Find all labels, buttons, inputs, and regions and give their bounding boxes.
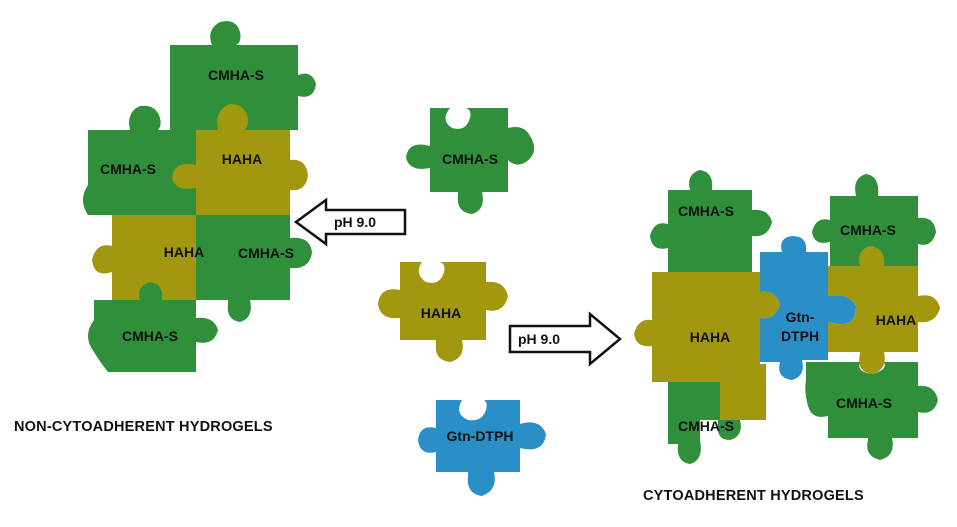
caption-non-cytoadherent: NON-CYTOADHERENT HYDROGELS xyxy=(14,419,273,435)
piece-label: CMHA-S xyxy=(678,418,734,434)
puzzle-piece-haha xyxy=(828,246,940,374)
middle-components: CMHA-S HAHA Gtn-DTPH xyxy=(378,108,546,496)
puzzle-piece-haha xyxy=(720,364,766,420)
piece-label: Gtn- xyxy=(786,309,815,325)
arrow-right-label: pH 9.0 xyxy=(518,331,560,347)
puzzle-piece-haha xyxy=(172,104,308,215)
left-arrow-shape xyxy=(293,197,407,247)
puzzle-piece-cmha-s xyxy=(170,21,316,130)
piece-label: CMHA-S xyxy=(208,67,264,83)
right-cluster: CMHA-S HAHA CMHA-S Gtn- DTPH CMHA-S HAHA… xyxy=(634,170,940,504)
puzzle-piece-cmha-s xyxy=(83,105,196,215)
piece-label: CMHA-S xyxy=(238,245,294,261)
arrow-left-label: pH 9.0 xyxy=(334,214,376,230)
puzzle-piece-haha xyxy=(634,272,780,382)
left-cluster: CMHA-S CMHA-S HAHA HAHA CMHA-S CMHA-S NO… xyxy=(14,21,316,435)
caption-cytoadherent: CYTOADHERENT HYDROGELS xyxy=(643,488,864,504)
puzzle-piece-haha xyxy=(92,215,196,300)
puzzle-piece-cmha-s xyxy=(812,174,936,266)
puzzle-piece-gtn-dtph xyxy=(418,400,546,496)
piece-label: Gtn-DTPH xyxy=(447,428,514,444)
puzzle-piece-cmha-s xyxy=(805,362,938,460)
piece-label: HAHA xyxy=(690,329,730,345)
piece-label: DTPH xyxy=(781,328,819,344)
piece-label: CMHA-S xyxy=(840,222,896,238)
piece-label: CMHA-S xyxy=(122,328,178,344)
piece-label: CMHA-S xyxy=(836,395,892,411)
piece-label: CMHA-S xyxy=(678,203,734,219)
puzzle-piece-cmha-s xyxy=(650,170,772,272)
puzzle-piece-gtn-dtph xyxy=(760,236,856,380)
puzzle-piece-cmha-s xyxy=(406,108,535,214)
puzzle-piece-haha xyxy=(378,262,508,362)
piece-label: CMHA-S xyxy=(442,151,498,167)
arrow-right: pH 9.0 xyxy=(508,311,622,367)
right-arrow-shape xyxy=(508,311,622,367)
piece-label: HAHA xyxy=(421,305,461,321)
piece-label: HAHA xyxy=(164,244,204,260)
puzzle-piece-cmha-s xyxy=(196,215,312,322)
piece-label: HAHA xyxy=(222,151,262,167)
piece-label: HAHA xyxy=(876,312,916,328)
arrow-left: pH 9.0 xyxy=(293,197,407,247)
puzzle-piece-cmha-s xyxy=(88,282,218,372)
piece-label: CMHA-S xyxy=(100,161,156,177)
